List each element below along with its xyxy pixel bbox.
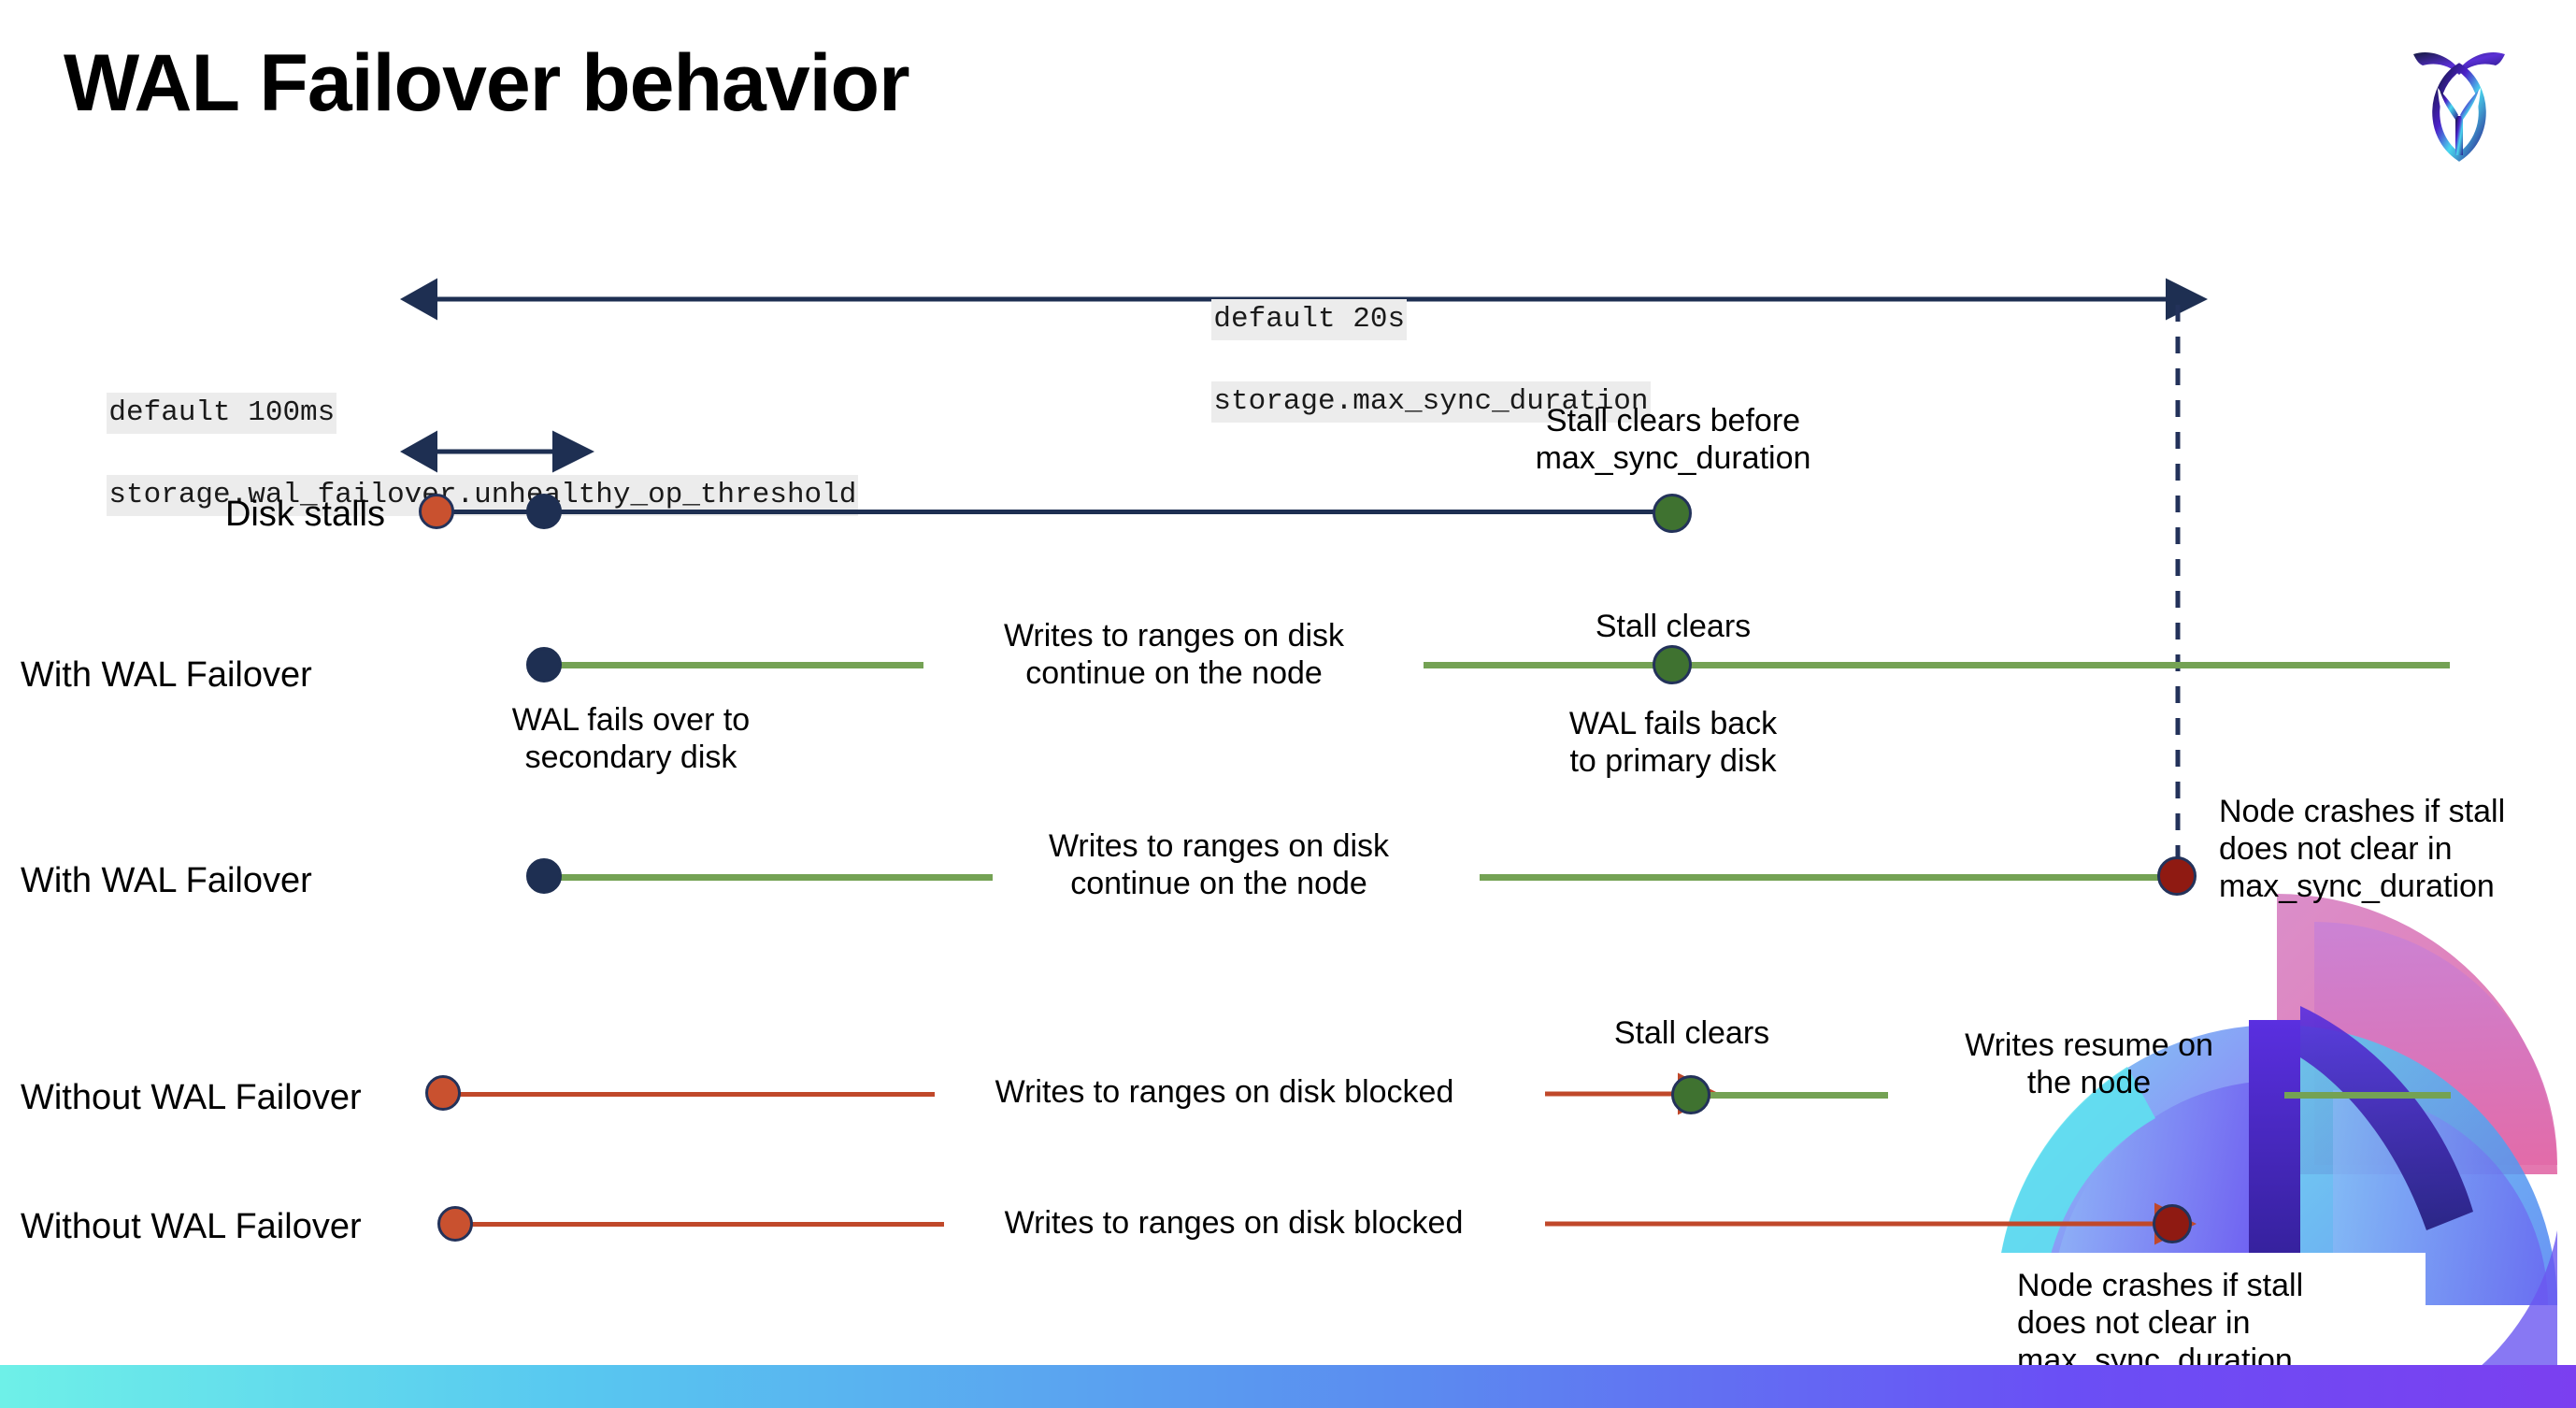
annotation-max-sync-default: default 20s [1211, 299, 1408, 341]
cockroachdb-logo [2389, 34, 2529, 174]
row-2-note-wal-fails-back: WAL fails back to primary disk [1568, 706, 1778, 780]
row-1-stall-start-dot [419, 494, 454, 529]
row-4-timeline-green-b [2284, 1092, 2451, 1099]
row-5-crash-dot [2153, 1204, 2192, 1243]
row-3-timeline-green-a [542, 874, 993, 881]
row-5-note-node-crashes: Node crashes if stall does not clear in … [2017, 1268, 2304, 1379]
row-label-disk-stalls: Disk stalls [224, 495, 385, 534]
annotation-unhealthy-op-threshold: default 100ms storage.wal_failover.unhea… [37, 352, 859, 557]
row-label-without-wal-failover-1: Without WAL Failover [21, 1078, 362, 1117]
row-label-without-wal-failover-2: Without WAL Failover [21, 1207, 362, 1246]
row-4-note-writes-resume: Writes resume on the node [1965, 1027, 2213, 1101]
row-2-note-wal-fails-over: WAL fails over to secondary disk [511, 702, 751, 776]
row-2-note-writes-continue: Writes to ranges on disk continue on the… [1003, 618, 1345, 692]
row-1-timeline-navy [437, 510, 1677, 514]
row-4-stall-clear-dot [1671, 1075, 1710, 1114]
row-1-stall-clear-dot [1653, 494, 1692, 533]
row-4-note-stall-clears: Stall clears [1613, 1015, 1770, 1051]
row-2-timeline-green-a [542, 662, 923, 668]
row-4-stall-start-dot [425, 1075, 461, 1111]
row-4-timeline-green-a [1710, 1092, 1888, 1099]
row-2-timeline-green-b [1424, 662, 2450, 668]
row-1-note-stall-clears-before: Stall clears before max_sync_duration [1535, 403, 1811, 477]
annotation-unhealthy-setting: storage.wal_failover.unhealthy_op_thresh… [107, 475, 859, 517]
row-2-note-stall-clears: Stall clears [1595, 609, 1752, 644]
row-label-with-wal-failover-1: With WAL Failover [21, 655, 312, 695]
bottom-gradient-bar [0, 1365, 2576, 1408]
row-3-failover-dot [526, 858, 562, 894]
row-label-with-wal-failover-2: With WAL Failover [21, 861, 312, 900]
row-2-failover-dot [526, 647, 562, 682]
row-5-timeline-orange [458, 1222, 944, 1227]
row-4-timeline-orange [449, 1092, 935, 1097]
row-5-stall-start-dot [437, 1206, 473, 1242]
annotation-max-sync-duration: default 20s storage.max_sync_duration [1142, 258, 1651, 464]
annotation-max-sync-setting: storage.max_sync_duration [1211, 381, 1651, 424]
row-3-crash-dot [2157, 856, 2197, 896]
row-2-stall-clear-dot [1653, 645, 1692, 684]
page-title: WAL Failover behavior [64, 38, 910, 128]
row-5-note-writes-blocked: Writes to ranges on disk blocked [1004, 1205, 1464, 1241]
artwork-text-mask [1996, 1253, 2426, 1374]
row-1-failover-dot [526, 494, 562, 529]
row-4-note-writes-blocked: Writes to ranges on disk blocked [995, 1074, 1454, 1110]
row-3-timeline-green-b [1480, 874, 2171, 881]
annotation-unhealthy-default: default 100ms [107, 393, 337, 435]
row-3-note-writes-continue: Writes to ranges on disk continue on the… [1048, 828, 1390, 902]
row-3-note-node-crashes: Node crashes if stall does not clear in … [2219, 794, 2506, 905]
